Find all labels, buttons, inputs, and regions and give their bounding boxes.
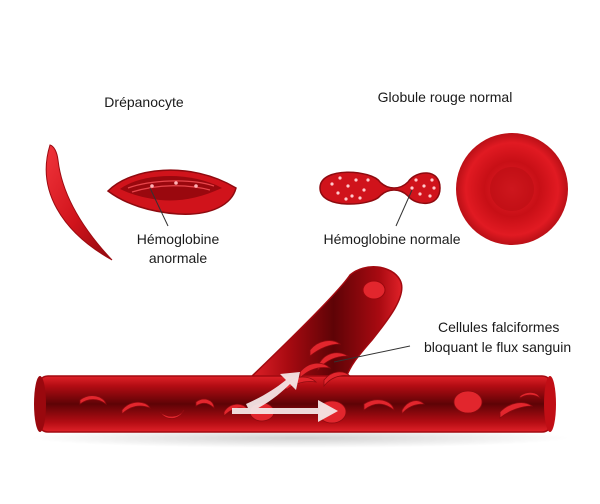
normal-red-blood-cell [456,133,568,245]
abnormal-hemoglobin-pointer [149,187,169,227]
flow-arrow-straight [232,400,338,422]
sickle-cell-crescent [45,144,113,261]
blocking-pointer [333,345,411,363]
normal-hemoglobin-dots [330,176,436,201]
normal-hemoglobin-label: Hémoglobine normale [324,231,461,247]
branch-round-cell [362,280,386,300]
sickle-cell-title: Drépanocyte [104,94,184,110]
blood-flow-arrows [232,372,338,422]
vessel-end-left [34,376,46,432]
abnormal-hemoglobin-fibers [127,180,215,193]
abnormal-hemoglobin-label-line2: anormale [149,250,208,266]
abnormal-hemoglobin-label-line1: Hémoglobine [137,231,220,247]
flow-arrow-up [246,372,300,412]
sickle-cell-cross-section [106,169,237,215]
vessel-shadow [30,428,570,448]
blocking-label-line2: bloquant le flux sanguin [424,339,571,355]
vessel-end-right [544,376,556,432]
blocking-label-line1: Cellules falciformes [438,319,559,335]
normal-cell-cross-section [319,171,441,205]
normal-cell-title: Globule rouge normal [378,89,513,105]
normal-hemoglobin-pointer [395,189,413,227]
branch-vessel [248,266,403,379]
